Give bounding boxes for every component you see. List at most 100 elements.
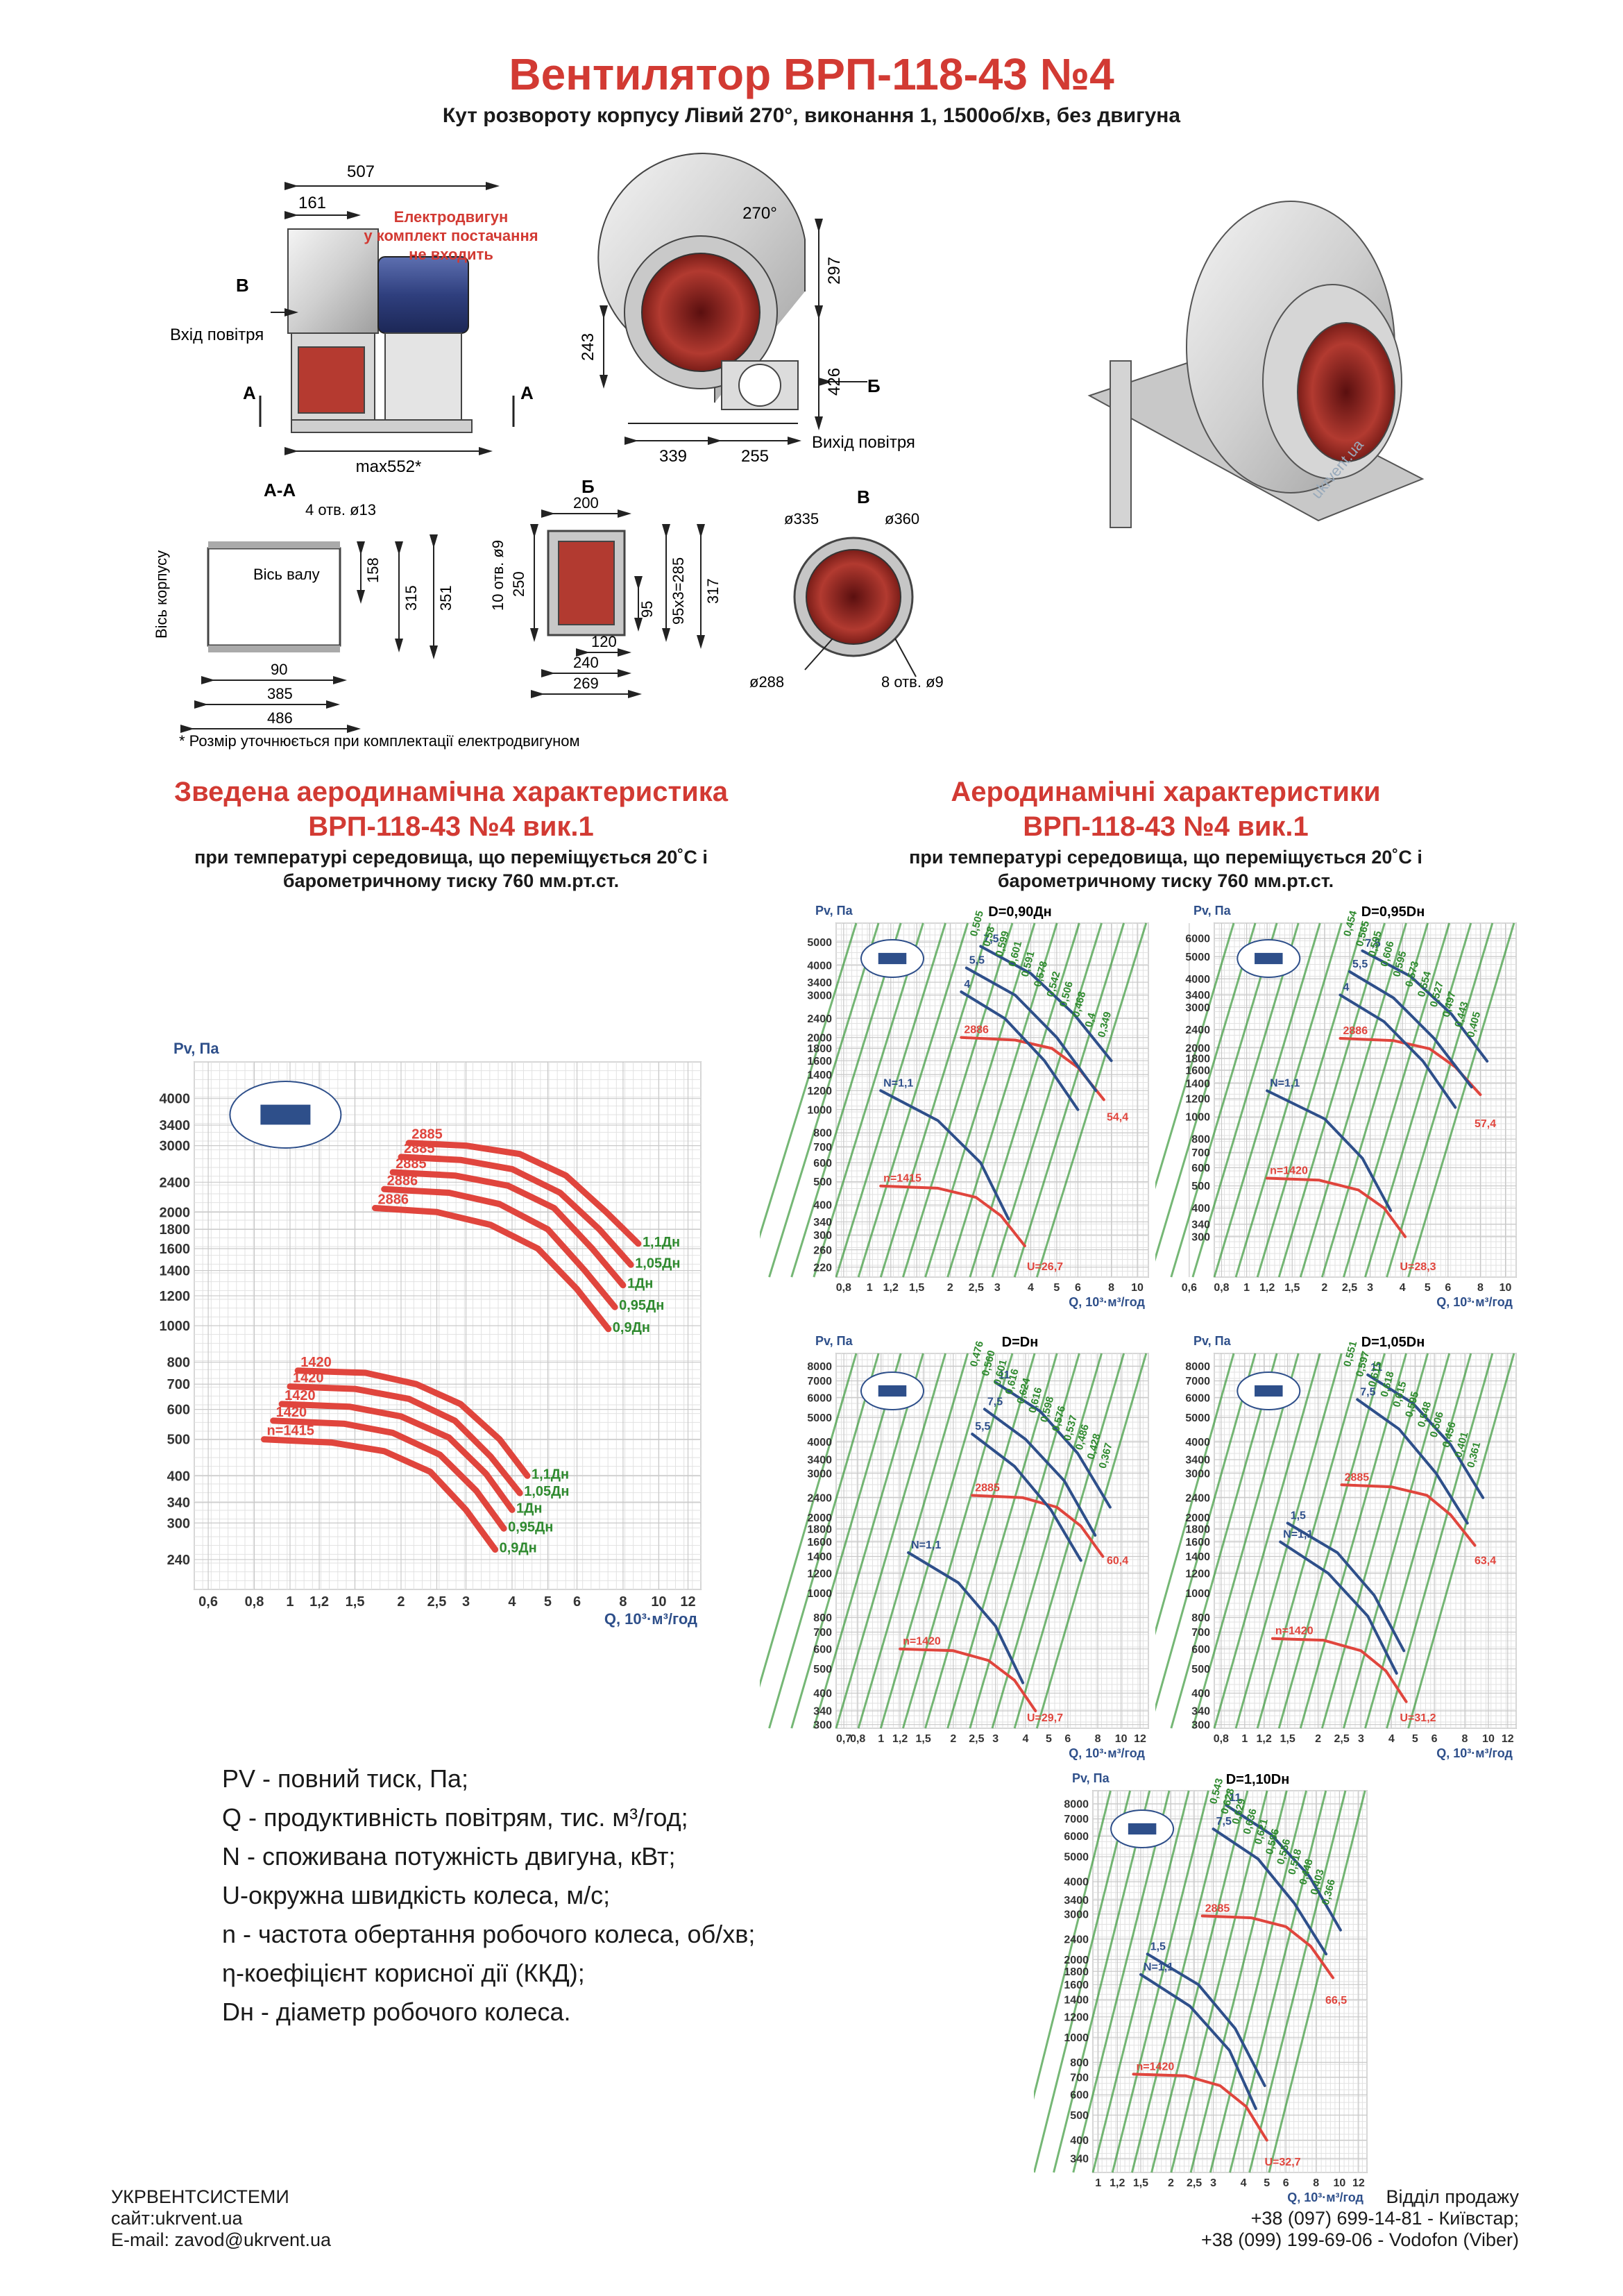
efficiency-line xyxy=(1191,1353,1300,1729)
section-aa xyxy=(180,534,438,733)
dim-10-holes: 10 отв. ø9 xyxy=(489,540,507,611)
series-label: n=1420 xyxy=(903,1636,941,1648)
section-b-title: Б xyxy=(581,476,595,497)
x-tick-label: 8 xyxy=(1477,1282,1484,1294)
y-tick-label: 400 xyxy=(1191,1203,1210,1215)
y-tick-label: 600 xyxy=(813,1158,832,1170)
series-end-label: 0,9Дн xyxy=(500,1541,537,1556)
series-end-label: 0,95Дн xyxy=(508,1519,553,1535)
efficiency-line xyxy=(1072,1790,1171,2173)
x-tick-label: 0,8 xyxy=(1214,1733,1229,1745)
series-label: 5,5 xyxy=(975,1421,990,1433)
series-end-label: 0,95Дн xyxy=(619,1298,664,1313)
motor-note-1: Електродвигун xyxy=(394,208,509,226)
y-tick-label: 340 xyxy=(813,1706,832,1718)
x-tick-label: 1,2 xyxy=(1257,1733,1272,1745)
y-tick-label: 300 xyxy=(167,1516,190,1531)
y-tick-label: 2400 xyxy=(160,1175,191,1190)
x-tick-label: 1,2 xyxy=(883,1282,899,1294)
series-line xyxy=(1225,1804,1342,1932)
phone-kyivstar[interactable]: +38 (097) 699-14-81 - Київстар; xyxy=(1250,2208,1519,2229)
y-tick-label: 4000 xyxy=(807,960,832,972)
grid xyxy=(760,1353,1149,1729)
grid xyxy=(1155,922,1517,1278)
summary-title-line1: Зведена аеродинамічна характеристика xyxy=(174,777,728,807)
y-tick-label: 4000 xyxy=(1185,1437,1210,1449)
efficiency-line xyxy=(1320,922,1429,1278)
series-label: n=1420 xyxy=(1137,2061,1175,2073)
annotation-label: 57,4 xyxy=(1475,1118,1496,1130)
x-tick-label: 2,5 xyxy=(969,1733,984,1745)
y-tick-label: 3000 xyxy=(1185,1468,1210,1480)
y-tick-label: 1000 xyxy=(1064,2032,1089,2044)
series-label: n=1420 xyxy=(1270,1165,1308,1177)
series-line xyxy=(1356,1398,1469,1525)
legend-item-dn: Dн - діаметр робочого колеса. xyxy=(222,1998,571,2026)
dim-507: 507 xyxy=(347,162,375,181)
series-line xyxy=(971,1433,1082,1562)
y-tick-label: 6000 xyxy=(1185,1392,1210,1404)
efficiency-line xyxy=(857,1353,969,1729)
y-tick-label: 7000 xyxy=(807,1376,832,1387)
series-line xyxy=(1266,1089,1393,1213)
fan-logo xyxy=(860,939,924,978)
y-tick-label: 500 xyxy=(1191,1181,1210,1192)
series-line xyxy=(979,945,1113,1063)
y-tick-label: 3400 xyxy=(1064,1895,1089,1907)
y-tick-label: 2400 xyxy=(807,1013,832,1025)
efficiency-line xyxy=(1170,922,1278,1278)
phone-vodafone[interactable]: +38 (099) 199-69-06 - Vodofon (Viber) xyxy=(1200,2229,1519,2250)
section-aa-title: А-А xyxy=(264,480,296,500)
series-label: 4 xyxy=(964,979,970,990)
y-tick-label: 3400 xyxy=(807,1455,832,1467)
efficiency-line xyxy=(1299,1353,1407,1729)
efficiency-line xyxy=(969,1353,1080,1729)
dim-120: 120 xyxy=(591,633,617,650)
efficiency-line xyxy=(1386,1353,1494,1729)
y-tick-label: 240 xyxy=(167,1553,190,1568)
efficiency-line xyxy=(1256,922,1364,1278)
x-tick-label: 1,5 xyxy=(346,1594,365,1610)
series-line xyxy=(965,966,1098,1092)
y-tick-label: 500 xyxy=(1070,2110,1089,2122)
efficiency-line xyxy=(1386,922,1494,1278)
company-site[interactable]: сайт:ukrvent.ua xyxy=(111,2208,243,2229)
legend-item-n: N - споживана потужність двигуна, кВт; xyxy=(222,1842,676,1871)
series-line xyxy=(261,1436,499,1553)
company-email[interactable]: E-mail: zavod@ukrvent.ua xyxy=(111,2229,332,2250)
x-tick-label: 5 xyxy=(1412,1733,1418,1745)
x-tick-label: 4 xyxy=(1028,1282,1034,1294)
dim-95: 95 xyxy=(638,601,656,618)
page-title: Вентилятор ВРП-118-43 №4 xyxy=(509,49,1114,99)
efficiency-line xyxy=(1155,922,1257,1262)
x-tick-label: 2 xyxy=(397,1594,405,1610)
y-tick-label: 1600 xyxy=(1185,1537,1210,1548)
y-tick-label: 1200 xyxy=(1185,1094,1210,1106)
legend-item-q: Q - продуктивність повітрям, тис. м³/год… xyxy=(222,1803,688,1832)
logo-fan-icon xyxy=(260,1104,311,1125)
y-tick-label: 1400 xyxy=(807,1551,832,1563)
series-line xyxy=(994,1381,1112,1509)
x-tick-label: 1,2 xyxy=(309,1594,329,1610)
y-tick-label: 1200 xyxy=(1185,1568,1210,1580)
x-tick-label: 12 xyxy=(1502,1733,1514,1745)
x-tick-label: 1,5 xyxy=(909,1282,924,1294)
logo-fan-icon xyxy=(878,1385,907,1397)
y-tick-label: 500 xyxy=(1191,1664,1210,1675)
series-label: 1420 xyxy=(293,1371,324,1386)
dim-270: 270° xyxy=(742,204,777,223)
x-tick-label: 2 xyxy=(1321,1282,1327,1294)
efficiency-line xyxy=(790,1353,902,1729)
efficiency-line xyxy=(1342,922,1451,1278)
series-label: 2886 xyxy=(1343,1025,1368,1037)
series-label: 2885 xyxy=(396,1156,427,1172)
series-line xyxy=(1361,949,1489,1063)
dim-90: 90 xyxy=(271,661,287,678)
x-tick-label: 8 xyxy=(1313,2177,1319,2189)
y-tick-label: 2400 xyxy=(1185,1024,1210,1036)
series-label: 1,5 xyxy=(1291,1510,1306,1522)
y-tick-label: 2400 xyxy=(807,1492,832,1504)
x-tick-label: 4 xyxy=(1241,2177,1247,2189)
